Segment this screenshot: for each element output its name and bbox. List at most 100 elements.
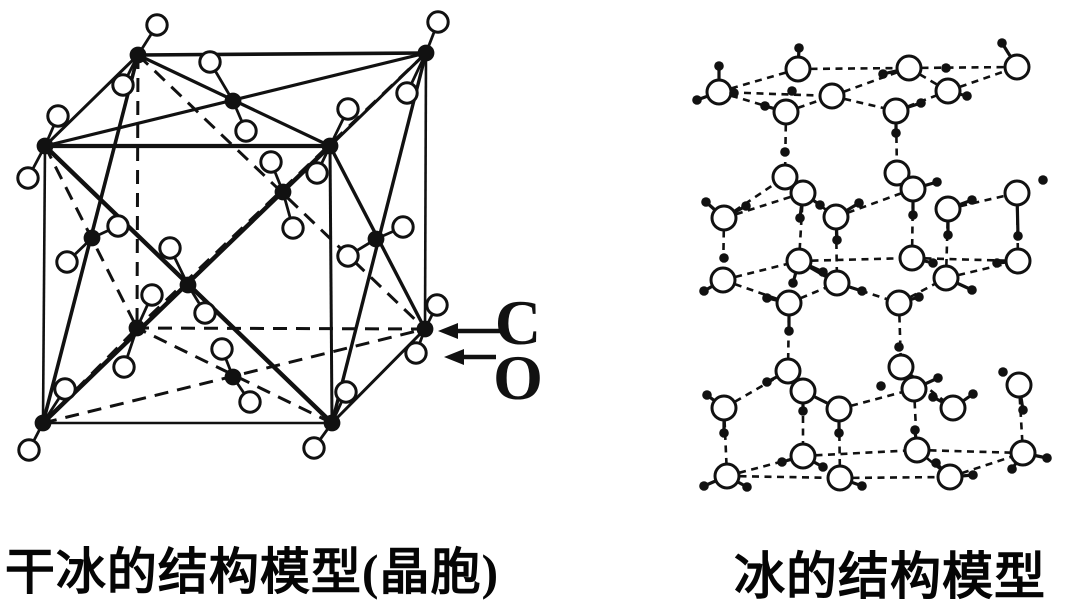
carbon-atom	[36, 137, 54, 155]
water-oxygen-atom	[825, 395, 853, 423]
water-oxygen-atom	[1009, 439, 1037, 467]
hydrogen-atom	[1042, 453, 1052, 463]
hydrogen-atom	[928, 392, 938, 402]
hydrogen-bond	[916, 448, 1024, 455]
carbon-atom	[321, 137, 339, 155]
co2-molecule	[112, 283, 164, 379]
hydrogen-atom	[832, 235, 842, 245]
hydrogen-atom	[780, 147, 790, 157]
hydrogen-atom	[798, 406, 808, 416]
ice-caption: 冰的结构模型	[733, 550, 1047, 606]
water-oxygen-atom	[775, 289, 803, 317]
water-oxygen-atom	[934, 77, 962, 105]
hydrogen-atom	[760, 101, 770, 111]
oxygen-atom	[336, 244, 360, 268]
hydrogen-atom	[854, 198, 864, 208]
ice-figure	[692, 38, 1052, 492]
hydrogen-atom	[992, 258, 1002, 268]
hydrogen-atom	[788, 278, 798, 288]
water-oxygen-atom	[771, 163, 799, 191]
water-oxygen-atom	[789, 377, 817, 405]
oxygen-atom-label: O	[493, 342, 543, 413]
oxygen-atom	[55, 250, 79, 274]
water-oxygen-atom	[705, 78, 733, 106]
water-oxygen-atom	[1005, 371, 1033, 399]
hydrogen-atom	[962, 91, 972, 101]
hydrogen-atom	[719, 253, 729, 263]
hydrogen-atom	[891, 128, 901, 138]
hydrogen-atom	[794, 43, 804, 53]
hydrogen-atom	[968, 470, 978, 480]
hydrogen-atom	[967, 195, 977, 205]
hydrogen-bond	[839, 475, 951, 480]
water-oxygen-atom	[822, 203, 850, 231]
oxygen-atom	[145, 13, 169, 37]
unit-cell-edge	[43, 53, 140, 148]
carbon-atom	[83, 229, 101, 247]
carbon-atom	[34, 414, 52, 432]
oxygen-atom	[259, 150, 283, 174]
co2-molecule	[395, 10, 450, 105]
hydrogen-bond	[798, 256, 913, 263]
oxygen-atom	[46, 104, 70, 128]
unit-cell-edge	[328, 51, 428, 148]
co2-molecule	[336, 215, 415, 268]
hydrogen-atom	[795, 213, 805, 223]
hydrogen-atom	[1007, 464, 1017, 474]
unit-cell-edge	[423, 52, 428, 330]
hydrogen-atom	[968, 389, 978, 399]
hydrogen-atom	[702, 390, 712, 400]
hydrogen-atom	[762, 293, 772, 303]
hydrogen-atom	[910, 425, 920, 435]
hydrogen-atom	[818, 267, 828, 277]
co2-molecule	[17, 377, 77, 462]
oxygen-atom	[305, 161, 329, 185]
hydrogen-bond	[831, 66, 910, 98]
hydrogen-bond	[908, 65, 1018, 70]
unit-cell-edge	[137, 51, 427, 57]
hydrogen-atom	[857, 286, 867, 296]
oxygen-atom	[238, 390, 262, 414]
water-oxygen-atom	[772, 98, 800, 126]
water-oxygen-atom	[1003, 53, 1031, 81]
hydrogen-atom	[998, 367, 1008, 377]
hydrogen-atom	[894, 342, 904, 352]
co2-molecule	[305, 97, 360, 185]
water-oxygen-atom	[895, 54, 923, 82]
hydrogen-atom	[784, 326, 794, 336]
co2-molecule	[404, 293, 449, 365]
hydrogen-atom	[741, 201, 751, 211]
hydrogen-bond	[718, 67, 799, 94]
oxygen-atom	[395, 81, 419, 105]
hydrogen-atom	[878, 69, 888, 79]
water-oxygen-atom	[823, 269, 851, 297]
water-oxygen-atom	[899, 175, 927, 203]
water-oxygen-atom	[710, 394, 738, 422]
hydrogen-bond	[723, 191, 804, 220]
oxygen-atom	[193, 301, 217, 325]
hydrogen-atom	[714, 61, 724, 71]
carbon-atom	[129, 46, 147, 64]
water-oxygen-atom	[818, 82, 846, 110]
hydrogen-atom	[742, 482, 752, 492]
unit-cell-hidden-edge	[136, 53, 427, 331]
water-oxygen-atom	[789, 442, 817, 470]
unit-cell-edge	[41, 145, 47, 424]
oxygen-atom	[53, 377, 77, 401]
hydrogen-atom	[941, 63, 951, 73]
carbon-atom	[417, 44, 435, 62]
water-oxygen-atom	[898, 244, 926, 272]
hydrogen-atom	[908, 210, 918, 220]
oxygen-atom	[111, 73, 135, 97]
water-oxygen-atom	[900, 375, 928, 403]
hydrogen-atom	[928, 258, 938, 268]
hydrogen-atom	[787, 86, 797, 96]
carbon-atom-label: C	[495, 287, 541, 358]
hydrogen-bond	[835, 187, 914, 219]
hydrogen-atom	[914, 292, 924, 302]
water-oxygen-atom	[785, 247, 813, 275]
oxygen-atom	[158, 236, 182, 260]
carbon-atom	[367, 230, 385, 248]
unit-cell-hidden-edge	[135, 54, 140, 329]
